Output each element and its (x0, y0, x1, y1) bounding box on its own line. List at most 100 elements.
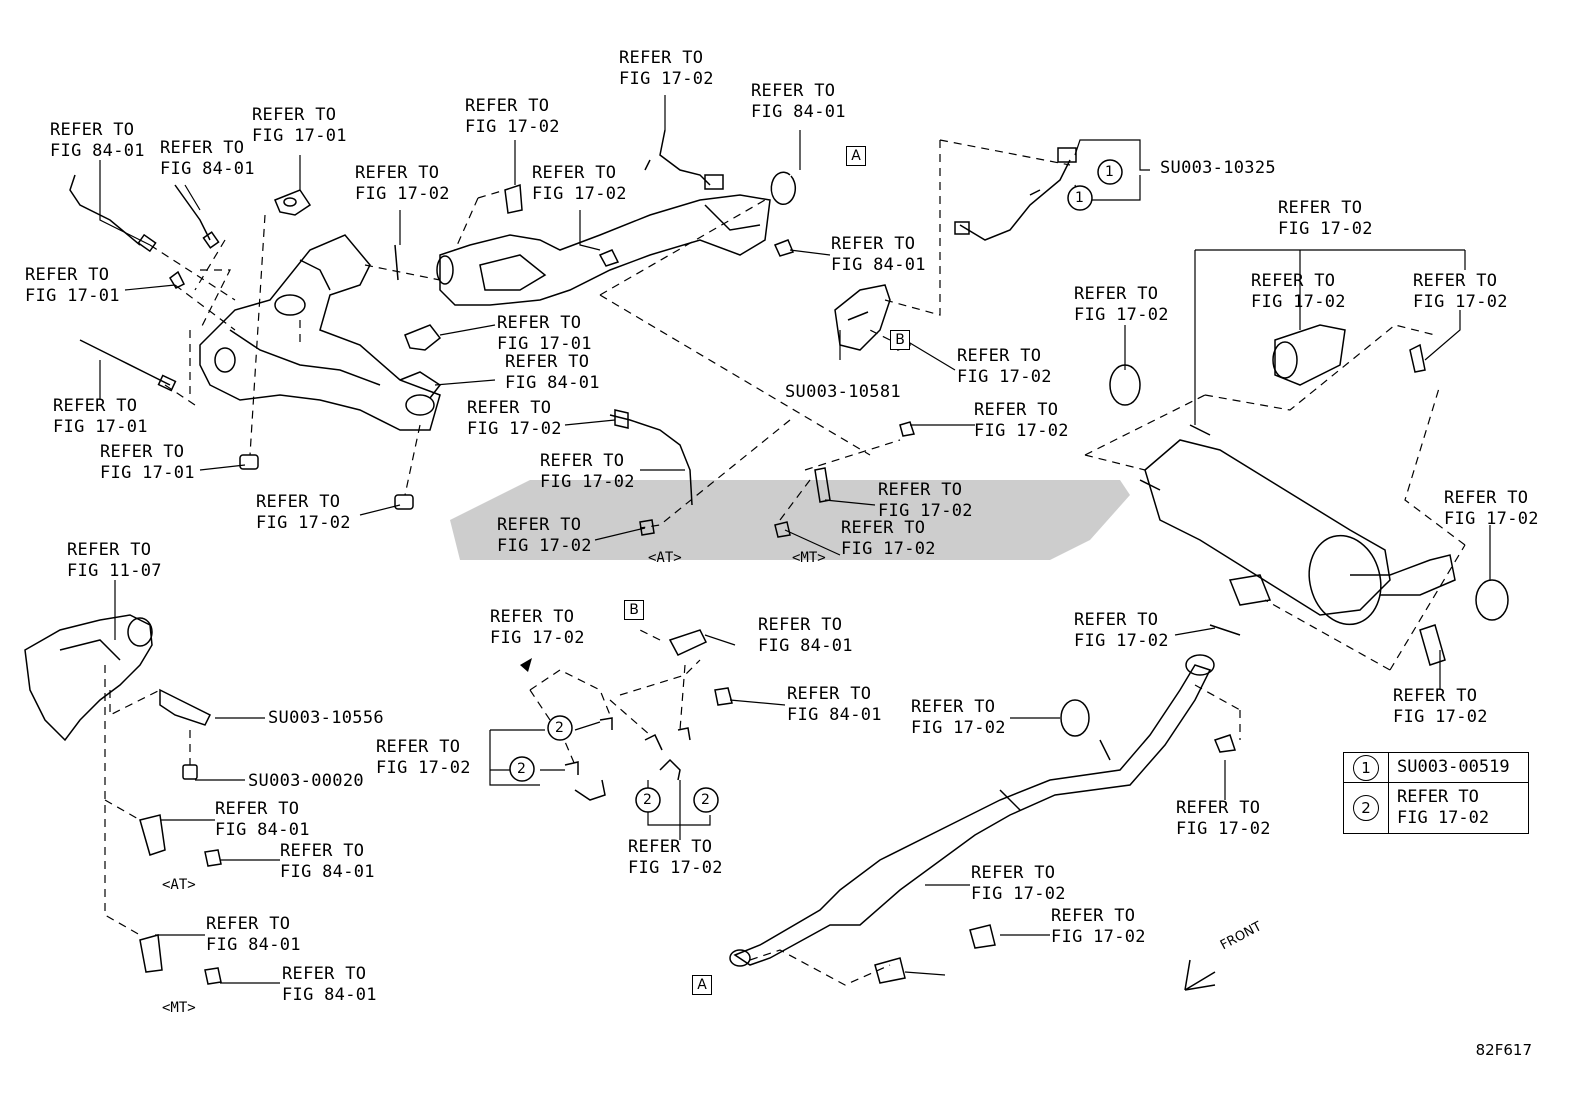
callout-line2: FIG 84-01 (282, 985, 377, 1005)
callout-line2: FIG 17-02 (376, 758, 471, 778)
part-number-label[interactable]: SU003-10581 (785, 382, 901, 402)
callout-line2: FIG 17-01 (53, 417, 148, 437)
callout-line2: FIG 17-02 (1074, 631, 1169, 651)
callout-line2: FIG 17-02 (532, 184, 627, 204)
callout-line1: REFER TO (532, 163, 617, 183)
callout-line1: REFER TO (465, 96, 550, 116)
callout-line2: FIG 84-01 (280, 862, 375, 882)
callout-line2: FIG 17-02 (878, 501, 973, 521)
callout-line2: FIG 17-02 (490, 628, 585, 648)
circle-num-2d: 2 (701, 792, 710, 808)
ref-box-a: A (846, 146, 866, 166)
callout-line2: FIG 17-02 (911, 718, 1006, 738)
callout-line1: REFER TO (974, 400, 1059, 420)
callout-line2: FIG 17-01 (100, 463, 195, 483)
variant-label-mt: <MT> (792, 550, 826, 566)
callout-line1: REFER TO (831, 234, 916, 254)
legend-line1: REFER TO (1397, 787, 1479, 807)
legend-text-cell[interactable]: SU003-00519 (1389, 753, 1518, 782)
callout-line1: REFER TO (252, 105, 337, 125)
callout-line2: FIG 17-02 (841, 539, 936, 559)
callout-line2: FIG 17-02 (1393, 707, 1488, 727)
callout-line2: FIG 84-01 (831, 255, 926, 275)
callout-line2: FIG 17-01 (252, 126, 347, 146)
legend-circle: 2 (1353, 795, 1379, 821)
callout-line1: REFER TO (497, 515, 582, 535)
callout-line1: REFER TO (160, 138, 245, 158)
callout-line1: REFER TO (100, 442, 185, 462)
callout-line1: REFER TO (497, 313, 582, 333)
callout-line2: FIG 11-07 (67, 561, 162, 581)
callout-line1: REFER TO (256, 492, 341, 512)
callout-line1: REFER TO (1074, 284, 1159, 304)
callout-line1: REFER TO (280, 841, 365, 861)
callout-line1: REFER TO (957, 346, 1042, 366)
callout-line2: FIG 17-02 (1413, 292, 1508, 312)
legend-line1: SU003-00519 (1397, 757, 1510, 777)
part-number-label[interactable]: SU003-10556 (268, 708, 384, 728)
callout-line1: REFER TO (467, 398, 552, 418)
callout-line1: REFER TO (505, 352, 590, 372)
callout-line2: FIG 17-02 (1074, 305, 1169, 325)
callout-line2: FIG 17-02 (355, 184, 450, 204)
callout-line2: FIG 17-01 (25, 286, 120, 306)
part-number-label[interactable]: SU003-10325 (1160, 158, 1276, 178)
callout-line2: FIG 84-01 (160, 159, 255, 179)
callout-line1: REFER TO (540, 451, 625, 471)
legend-circle: 1 (1353, 754, 1379, 781)
callout-line2: FIG 17-02 (628, 858, 723, 878)
callout-line2: FIG 17-02 (540, 472, 635, 492)
callout-line2: FIG 17-02 (1051, 927, 1146, 947)
callout-line2: FIG 84-01 (751, 102, 846, 122)
variant-label-at: <AT> (162, 877, 196, 893)
part-number-label[interactable]: SU003-00020 (248, 771, 364, 791)
circle-num-1a: 1 (1105, 164, 1114, 180)
callout-line1: REFER TO (490, 607, 575, 627)
